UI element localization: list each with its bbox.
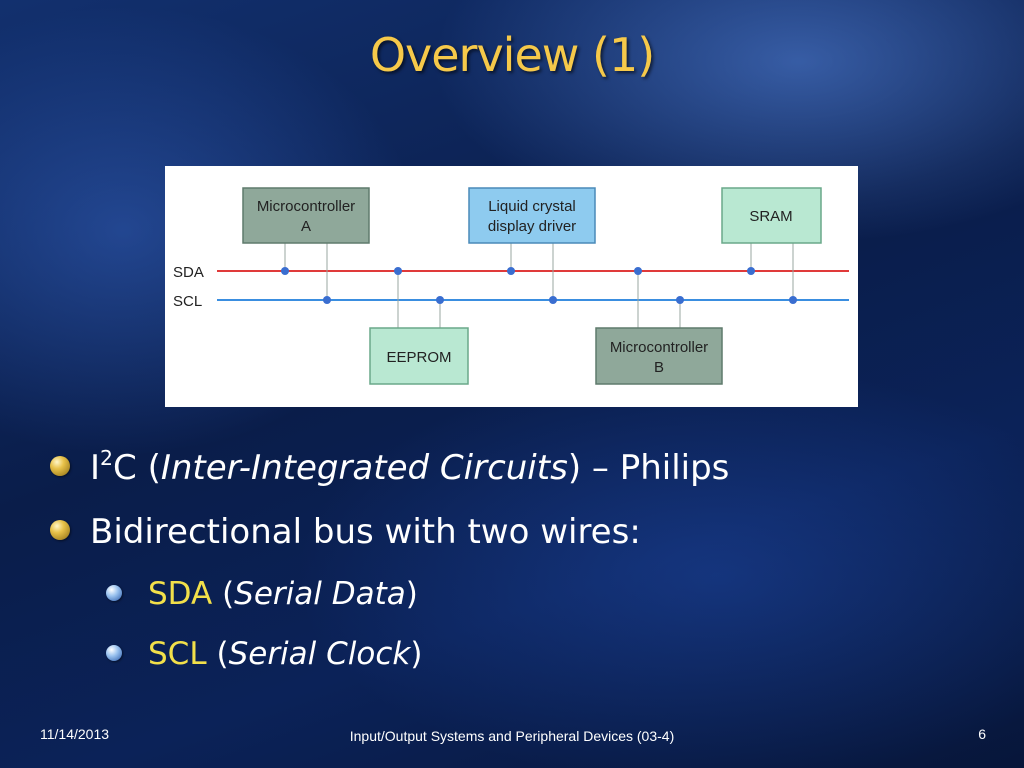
i2c-bus-diagram: SDA SCL [165, 166, 858, 407]
microcontroller-a-box: Microcontroller A [242, 187, 370, 244]
i2c-bus-svg: SDA SCL [173, 187, 849, 385]
mcu-b-line1: Microcontroller [610, 339, 708, 356]
sram-label: SRAM [749, 208, 792, 225]
bullet-i2c: I2C (Inter-Integrated Circuits) – Philip… [48, 436, 988, 500]
scl-label: SCL [173, 293, 202, 310]
sub-bullet-sda: SDA (Serial Data) [48, 564, 988, 624]
scl-open: ( [206, 636, 229, 672]
gold-bullet-icon [50, 456, 70, 476]
sda-open: ( [212, 576, 235, 612]
mcu-a-line2: A [301, 218, 311, 235]
i2c-superscript: 2 [100, 446, 114, 470]
blue-bullet-icon [106, 645, 122, 661]
sda-close: ) [405, 576, 418, 612]
lcd-line1: Liquid crystal [488, 198, 576, 215]
i2c-suffix: ) – Philips [567, 448, 730, 488]
microcontroller-b-box: Microcontroller B [595, 327, 723, 385]
scl-close: ) [410, 636, 423, 672]
slide-title: Overview (1) [369, 28, 655, 82]
scl-term: SCL [148, 636, 207, 672]
gold-bullet-icon [50, 520, 70, 540]
scl-expansion: Serial Clock [228, 636, 411, 672]
mcu-b-line2: B [654, 359, 664, 376]
slide-number: 6 [978, 726, 986, 742]
sda-expansion: Serial Data [234, 576, 406, 612]
sub-bullet-scl: SCL (Serial Clock) [48, 624, 988, 684]
sram-box: SRAM [721, 187, 822, 244]
i2c-prefix: I [90, 448, 101, 488]
bullet-bidirectional: Bidirectional bus with two wires: [48, 500, 988, 564]
lcd-driver-box: Liquid crystal display driver [468, 187, 596, 244]
i2c-mid: C ( [113, 448, 161, 488]
bus-nodes [281, 267, 797, 304]
mcu-a-line1: Microcontroller [257, 198, 355, 215]
footer-title: Input/Output Systems and Peripheral Devi… [349, 728, 675, 744]
device-connectors [284, 243, 794, 328]
bullet-list: I2C (Inter-Integrated Circuits) – Philip… [48, 436, 988, 684]
sda-term: SDA [148, 576, 213, 612]
lcd-line2: display driver [488, 218, 576, 235]
blue-bullet-icon [106, 585, 122, 601]
footer-date: 11/14/2013 [40, 726, 110, 742]
eeprom-box: EEPROM [369, 327, 469, 385]
i2c-expansion: Inter-Integrated Circuits [160, 448, 568, 488]
sda-label: SDA [173, 264, 204, 281]
bidirectional-text: Bidirectional bus with two wires: [90, 512, 641, 552]
eeprom-label: EEPROM [386, 349, 451, 366]
